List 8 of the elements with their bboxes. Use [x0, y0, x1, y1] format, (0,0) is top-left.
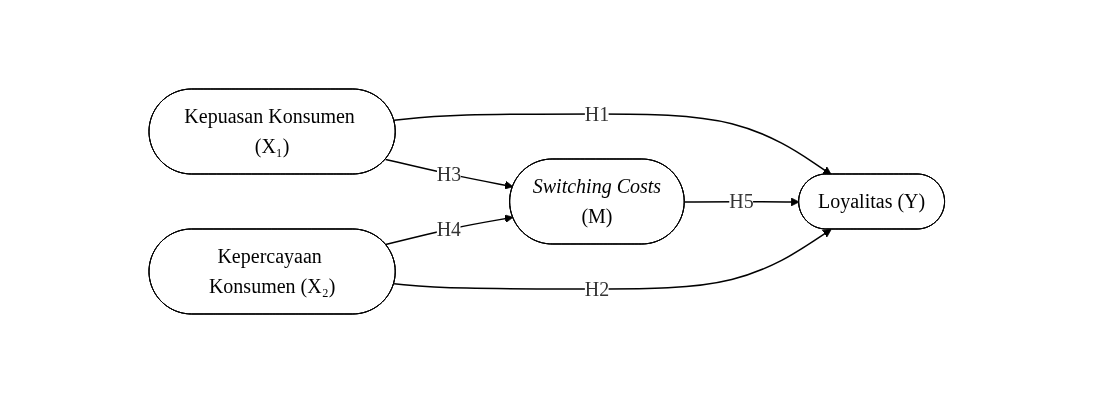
- arrow: [385, 158, 514, 190]
- edge-label: H2: [584, 277, 610, 300]
- edge-label: H5: [729, 190, 754, 213]
- arrow: [393, 113, 832, 175]
- arrow: [393, 229, 832, 290]
- edge-label: H3: [437, 163, 462, 186]
- edge-label: H4: [436, 217, 462, 240]
- edge-label: H1: [584, 103, 610, 125]
